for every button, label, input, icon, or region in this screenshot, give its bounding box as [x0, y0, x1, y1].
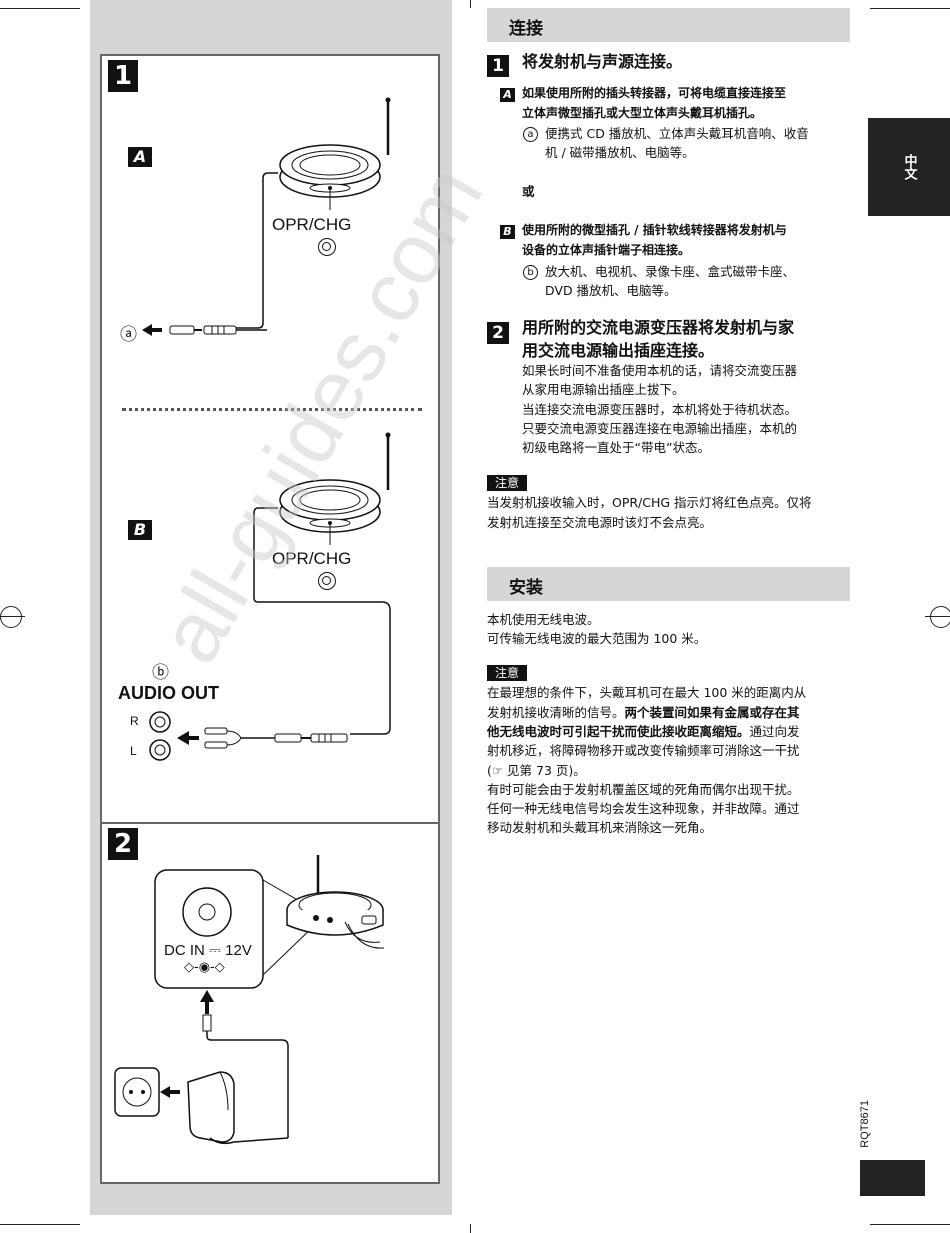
note-1-line-1: 当发射机接收输入时，OPR/CHG 指示灯将红色点亮。仅将: [487, 495, 812, 510]
crop-mark: [0, 8, 80, 9]
install-section-title: 安装: [509, 578, 543, 598]
panel-b-badge: B: [128, 520, 152, 540]
opr-chg-label-a: OPR/CHG: [272, 215, 352, 234]
note-2-line-5: (☞ 见第 73 页)。: [487, 763, 586, 778]
polarity-symbol: ◇-◉-◇: [184, 960, 225, 975]
option-a-line-2: 立体声微型插孔或大型立体声头戴耳机插孔。: [522, 106, 763, 120]
step-2-body-line-1: 如果长时间不准备使用本机的话，请将交流变压器: [522, 363, 798, 378]
power-connection-illustration: [114, 855, 385, 1145]
install-section-header: 安装: [487, 567, 850, 601]
note-1-line-2: 发射机连接至交流电源时该灯不会点亮。: [487, 515, 713, 530]
panel-a-badge: A: [128, 147, 152, 167]
plug-adapter-a: [142, 324, 267, 336]
step-1-number: 1: [487, 55, 509, 77]
or-label: 或: [522, 184, 535, 199]
panel-separator: [122, 408, 422, 411]
note-2-line-4: 射机移近，将障碍物移开或改变传输频率可消除这一干扰: [487, 743, 800, 758]
note-2-line-3: 他无线电波时可引起干扰而使此接收距离缩短。通过向发: [487, 722, 800, 741]
item-a-line-1: 便携式 CD 播放机、立体声头戴耳机音响、收音: [545, 126, 809, 141]
note-badge-2: 注意: [487, 665, 527, 681]
item-a-line-2: 机 / 磁带播放机、电脑等。: [545, 145, 695, 160]
crop-mark: [870, 8, 950, 9]
registration-mark: [0, 606, 22, 628]
dc-in-label: DC IN ⎓ 12V: [164, 942, 252, 959]
note-badge-1: 注意: [487, 475, 527, 491]
note-2-line-7: 任何一种无线电信号均会发生这种现象，并非故障。通过: [487, 801, 800, 816]
note-2-line-2-bold: 两个装置间如果有金属或存在其: [624, 705, 800, 720]
crop-mark: [470, 0, 471, 8]
option-b-line-2: 设备的立体声插针端子相连接。: [522, 243, 691, 257]
step-1-title: 将发射机与声源连接。: [522, 52, 683, 71]
registration-mark: [930, 606, 950, 628]
connect-section-title: 连接: [509, 19, 543, 39]
rca-jacks-and-cable: [149, 711, 348, 761]
item-b-line-1: 放大机、电视机、录像卡座、盒式磁带卡座、: [545, 264, 796, 279]
opr-chg-label-b: OPR/CHG: [272, 549, 352, 568]
page-number-box: [860, 1160, 925, 1196]
step-2-body-line-4: 只要交流电源变压器连接在电源输出插座，本机的: [522, 421, 798, 436]
item-a-mark: a: [523, 127, 538, 142]
audio-out-label: AUDIO OUT: [118, 683, 219, 703]
opr-indicator-a: [318, 238, 336, 256]
item-b-mark: b: [523, 265, 538, 280]
item-b-line-2: DVD 播放机、电脑等。: [545, 283, 677, 298]
note-2-line-8: 移动发射机和头戴耳机来消除这一死角。: [487, 820, 713, 835]
note-2-line-6: 有时可能会由于发射机覆盖区域的死角而偶尔出现干扰。: [487, 782, 800, 797]
step-2-body-line-3: 当连接交流电源变压器时，本机将处于待机状态。: [522, 402, 798, 417]
document-code: RQT8671: [859, 1100, 879, 1160]
r-channel-label: R: [130, 714, 139, 728]
language-tab: 中文: [868, 118, 950, 216]
source-b-label: ⓑ: [152, 663, 169, 682]
option-b-badge: B: [500, 225, 515, 239]
step-2-title-line-2: 用交流电源输出插座连接。: [522, 341, 715, 360]
option-a-line-1: 如果使用所附的插头转接器，可将电缆直接连接至: [522, 86, 787, 100]
source-a-label: ⓐ: [120, 325, 137, 344]
note-2-line-1: 在最理想的条件下，头戴耳机可在最大 100 米的距离内从: [487, 685, 807, 700]
transmitter-illustration-b: [253, 432, 391, 735]
note-2-line-2-plain: 发射机接收清晰的信号。: [487, 705, 625, 720]
opr-indicator-b: [318, 572, 336, 590]
option-b-line-1: 使用所附的微型插孔 / 插针软线转接器将发射机与: [522, 223, 787, 237]
note-2-line-3-bold: 他无线电波时可引起干扰而使此接收距离缩短。: [487, 724, 750, 739]
crop-mark: [0, 1224, 80, 1225]
document-code-label: RQT8671: [859, 1100, 871, 1148]
figure-1-box: [100, 54, 440, 824]
figure-2-number: 2: [108, 828, 138, 860]
install-intro-line-1: 本机使用无线电波。: [487, 612, 600, 627]
note-2-line-3-plain: 通过向发: [749, 724, 800, 739]
step-2-title-line-1: 用所附的交流电源变压器将发射机与家: [522, 318, 795, 337]
step-2-number: 2: [487, 322, 509, 344]
crop-mark: [870, 1224, 950, 1225]
step-2-body-line-2: 从家用电源输出插座上拔下。: [522, 382, 685, 397]
transmitter-illustration-a: [220, 97, 391, 329]
language-tab-label: 中文: [901, 154, 917, 180]
figure-1-number: 1: [108, 60, 138, 92]
note-2-line-2: 发射机接收清晰的信号。两个装置间如果有金属或存在其: [487, 703, 800, 722]
l-channel-label: L: [130, 744, 137, 758]
connect-section-header: 连接: [487, 8, 850, 42]
install-intro-line-2: 可传输无线电波的最大范围为 100 米。: [487, 631, 707, 646]
option-a-badge: A: [500, 88, 515, 102]
crop-mark: [470, 1224, 471, 1233]
step-2-body-line-5: 初级电路将一直处于“带电”状态。: [522, 440, 710, 455]
